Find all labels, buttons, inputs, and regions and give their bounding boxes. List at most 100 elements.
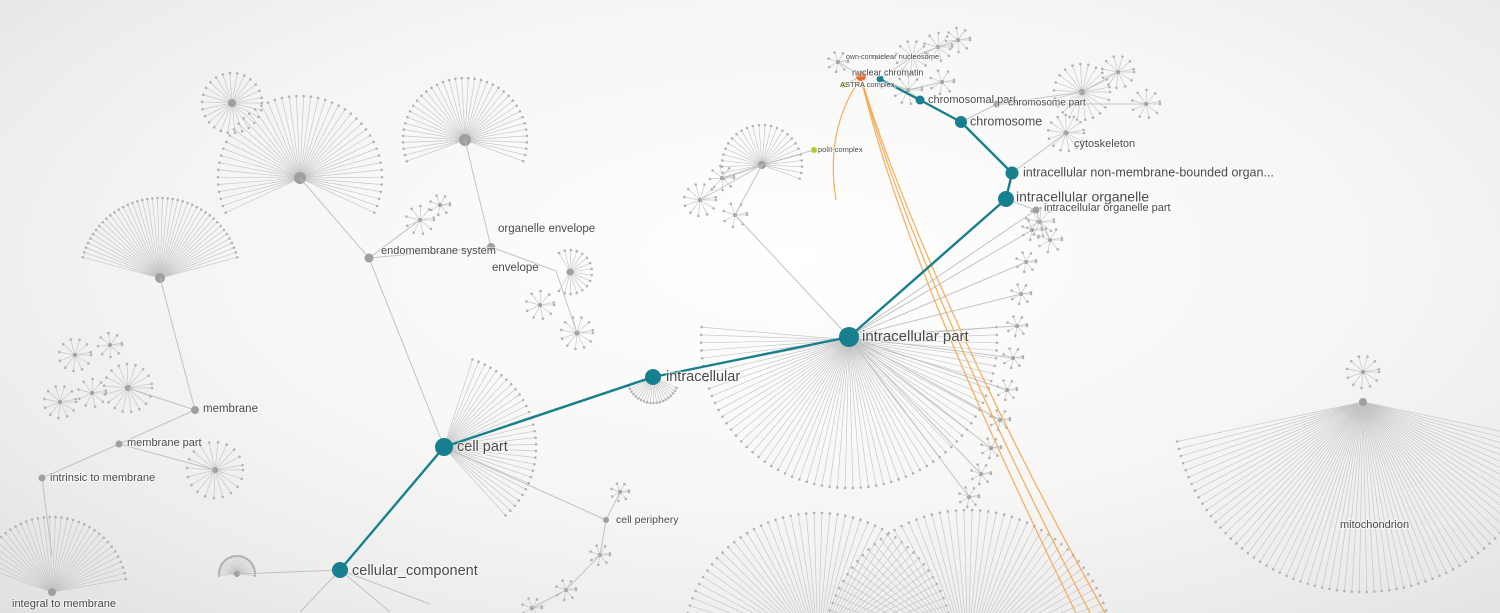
leaf-node [648,401,652,405]
cluster-spoke [159,201,184,279]
leaf-node [1029,252,1033,255]
chromosome-node[interactable] [955,116,967,128]
cluster-spoke [848,339,899,480]
nuclear-chromatin-node[interactable] [876,75,884,83]
cell-periphery-node[interactable] [603,517,609,523]
cluster-spoke [569,271,572,294]
node-cluster [57,338,93,373]
membrane-part-node[interactable] [115,440,123,448]
cluster-spoke [222,177,301,207]
node-cluster [216,94,384,214]
leaf-node [176,198,180,202]
organelle-envelope-node[interactable] [487,243,495,251]
leaf-node [323,98,327,102]
leaf-node [776,468,780,472]
cluster-hub-node[interactable] [438,203,442,207]
leaf-node [1368,385,1372,388]
chromosome-part-node[interactable] [993,100,1001,108]
leaf-node [757,455,760,459]
leaf-node [201,93,205,97]
cluster-hub-node[interactable] [538,303,542,307]
leaf-node [380,168,383,172]
leaf-node [220,562,224,566]
node-cluster [200,71,264,135]
intracellular-organelle-part-node[interactable] [1032,206,1040,214]
leaf-node [77,520,81,524]
leaf-node [521,603,524,606]
endomembrane-system-node[interactable] [364,253,374,263]
cluster-spoke [848,339,989,389]
intracellular-non-membrane-bounded-organelle-node[interactable] [1005,166,1019,180]
pol-complex-node[interactable] [811,147,817,153]
leaf-node [4,531,7,535]
leaf-node [120,341,124,345]
leaf-node [874,484,878,487]
intrinsic-to-membrane-node[interactable] [38,474,46,482]
astra-complex-node[interactable] [841,82,847,88]
cluster-spoke [1065,132,1083,142]
leaf-node [54,385,58,388]
cluster-hub-node[interactable] [48,588,56,596]
intracellular-node[interactable] [645,369,661,385]
leaf-node [524,128,528,131]
node-cluster [699,325,999,490]
cluster-hub-node[interactable] [1361,370,1365,374]
cluster-spoke [464,105,517,141]
cluster-spoke [127,387,147,405]
cluster-spoke [55,386,61,403]
leaf-node [904,475,908,478]
cluster-hub-node[interactable] [1359,398,1367,406]
cluster-spoke [740,339,850,442]
leaf-node [1021,251,1024,254]
intracellular-part-node[interactable] [839,327,859,347]
cluster-spoke [1051,122,1067,134]
cluster-spoke [1362,401,1412,586]
leaf-node [1252,556,1256,559]
cluster-hub-node[interactable] [566,268,574,276]
leaf-node [929,76,933,80]
cluster-spoke [692,597,731,613]
leaf-node [218,161,221,164]
leaf-node [1082,128,1086,132]
leaf-node [846,572,849,576]
leaf-node [732,540,736,544]
leaf-node [91,232,95,236]
chromosomal-part-node[interactable] [915,95,925,105]
leaf-node [1052,218,1056,221]
cluster-spoke [443,388,516,448]
cluster-spoke [761,125,766,166]
leaf-node [115,334,119,337]
graph-edge [118,443,216,471]
leaf-node [1046,129,1050,132]
cluster-spoke [848,339,994,374]
cluster-hub-node[interactable] [73,353,77,357]
cluster-spoke [436,84,466,141]
leaf-node [222,228,226,232]
cluster-spoke [159,199,179,279]
leaf-node [1313,584,1317,588]
leaf-node [107,400,110,404]
cluster-hub-node[interactable] [125,385,131,391]
intracellular-organelle-node[interactable] [998,191,1014,207]
leaf-node [1068,115,1071,119]
cellular-component-node[interactable] [332,562,348,578]
cluster-hub-node[interactable] [228,99,236,107]
cluster-spoke [569,253,583,273]
node-cluster [929,69,956,96]
highlight-origin-node[interactable] [856,71,866,81]
cluster-spoke [736,133,763,166]
leaf-node [1091,116,1095,120]
leaf-node [710,562,714,566]
cell-part-node[interactable] [435,438,453,456]
leaf-node [82,380,85,384]
cluster-hub-node[interactable] [58,400,62,404]
leaf-node [630,390,633,393]
cluster-hub-node[interactable] [108,343,112,347]
cluster-hub-node[interactable] [90,391,94,395]
membrane-node[interactable] [191,406,199,414]
graph-edge [848,336,992,449]
cluster-spoke [448,79,466,141]
leaf-node [686,187,690,191]
